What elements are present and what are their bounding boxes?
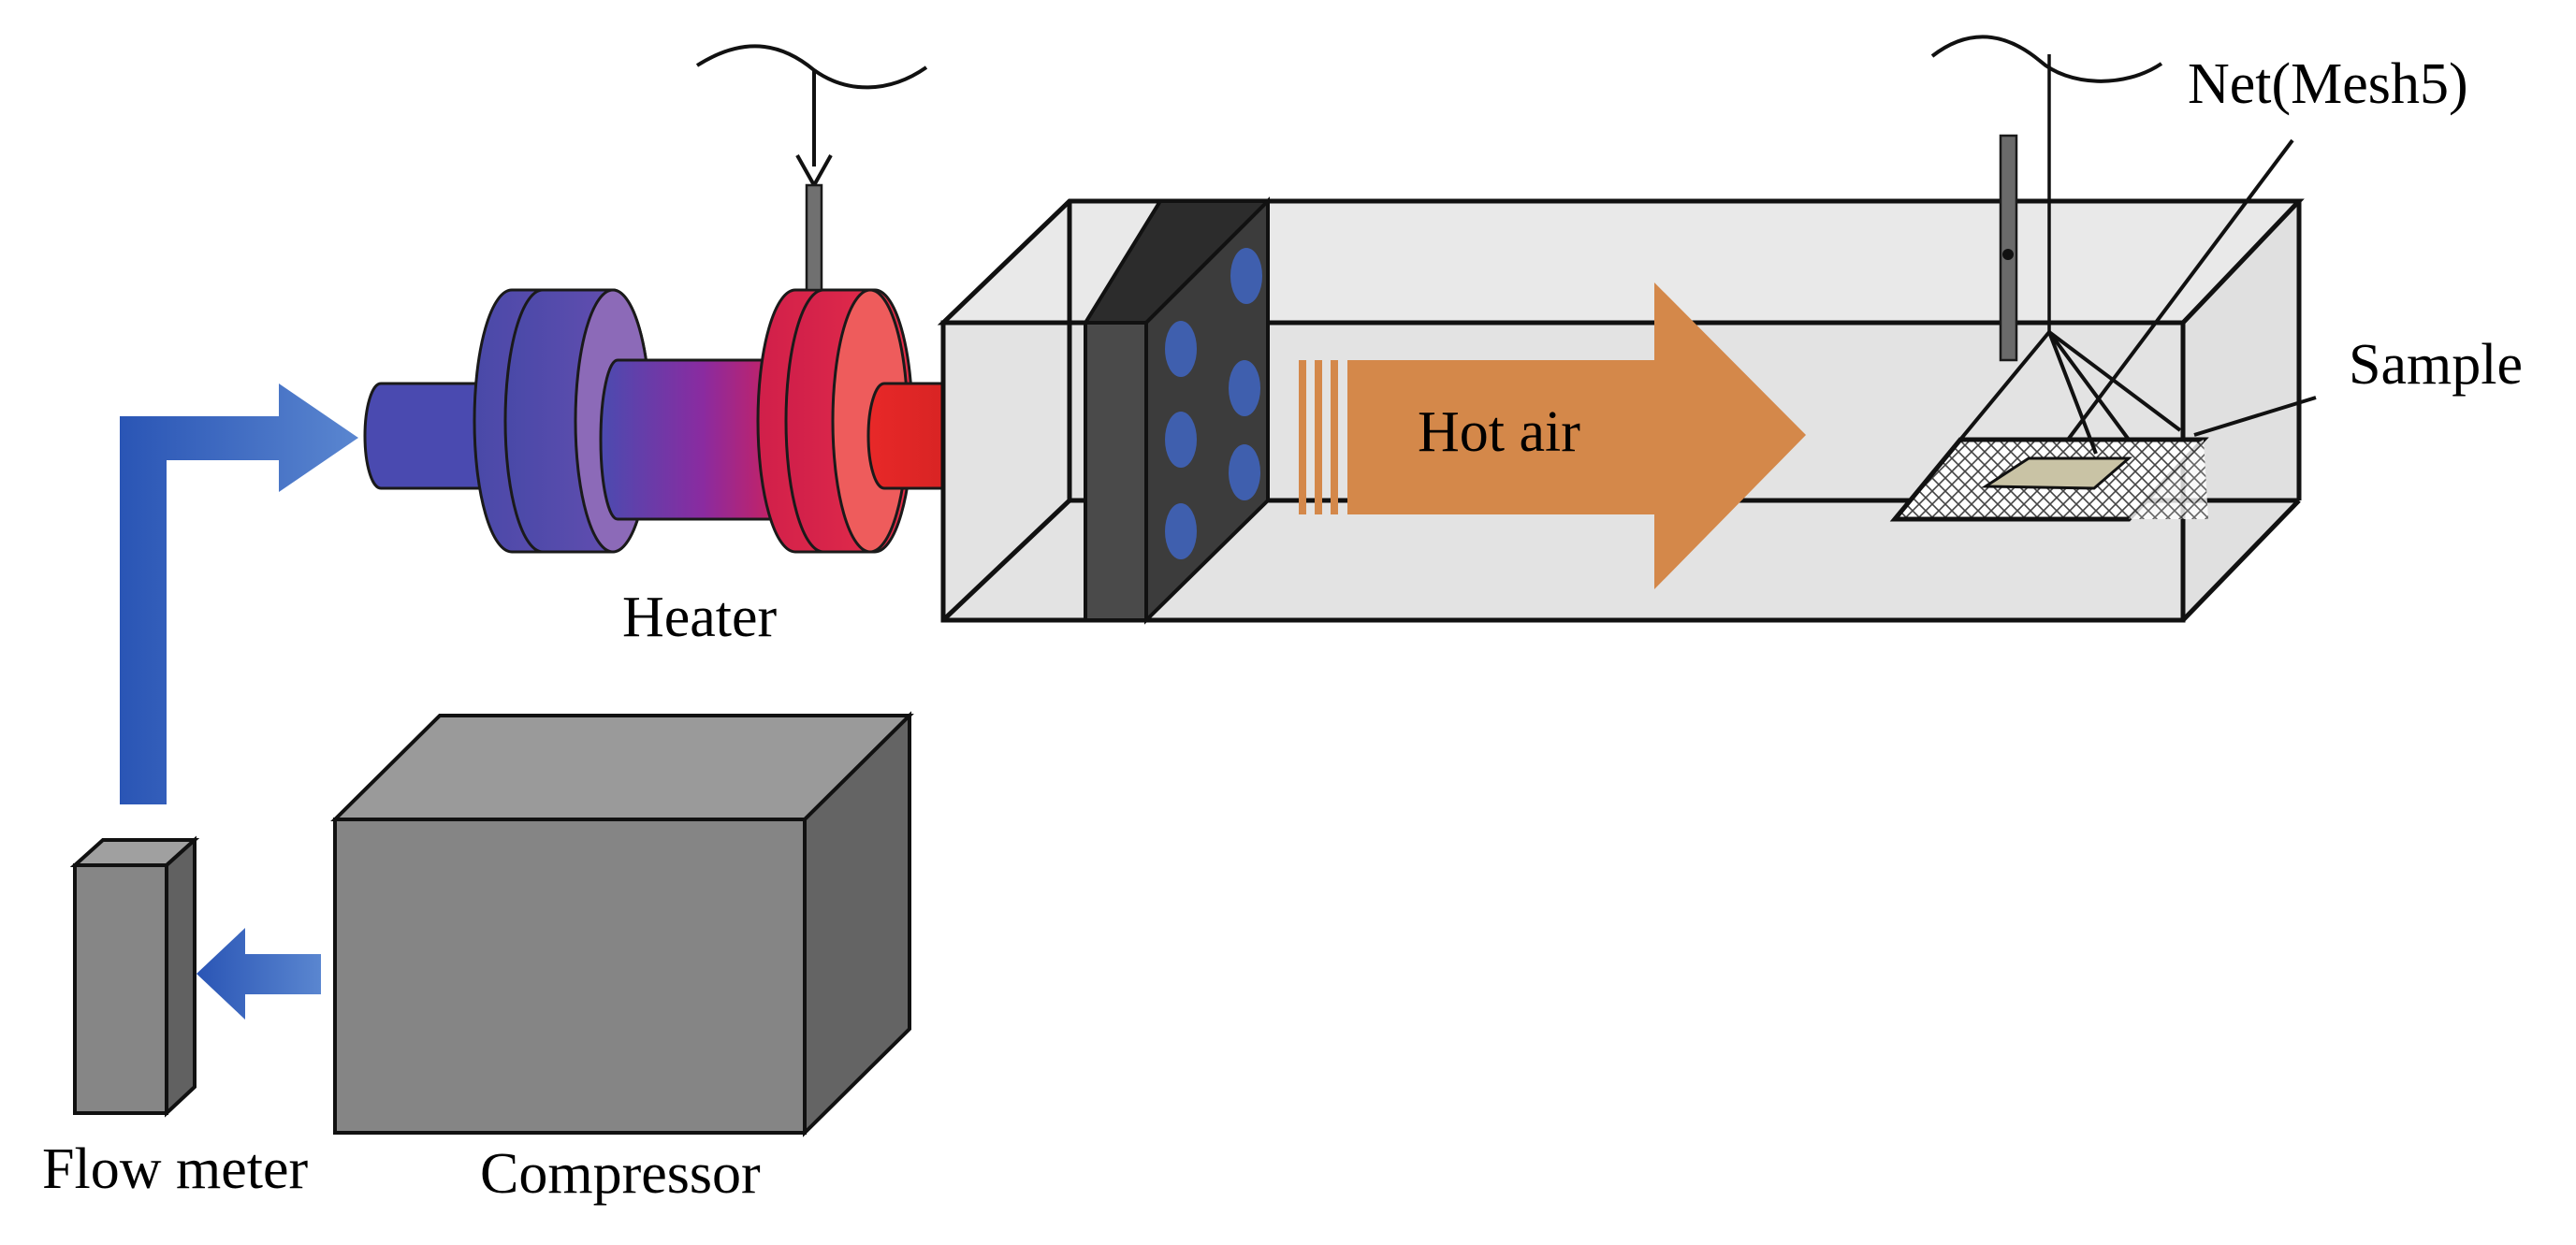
honeycomb-hole: [1229, 444, 1260, 500]
net-leader-line: [2066, 138, 2294, 442]
compressor: [330, 711, 914, 1137]
heater: [363, 288, 1036, 554]
flow-meter: [69, 835, 200, 1118]
sample-holder: [1889, 35, 2317, 522]
honeycomb-hole: [1229, 360, 1260, 416]
honeycomb-hole: [1165, 412, 1197, 468]
net-label: Net(Mesh5): [2188, 52, 2468, 116]
honeycomb-hole: [1230, 248, 1262, 304]
sample-label: Sample: [2349, 333, 2523, 397]
honeycomb-plate: [1082, 196, 1273, 625]
hot-air-arrow: [1299, 282, 1806, 589]
compressor-label: Compressor: [480, 1142, 761, 1206]
honeycomb-hole: [1165, 321, 1197, 377]
heater-label: Heater: [622, 586, 778, 649]
sample-leader-line: [2193, 396, 2317, 437]
hot-air-label: Hot air: [1418, 400, 1580, 464]
supply-air-arrow: [120, 384, 358, 804]
honeycomb-hole: [1165, 503, 1197, 559]
compressor-to-flowmeter-arrow: [196, 928, 321, 1020]
flow-meter-label: Flow meter: [42, 1137, 308, 1201]
heater-thermocouple: [695, 44, 928, 292]
